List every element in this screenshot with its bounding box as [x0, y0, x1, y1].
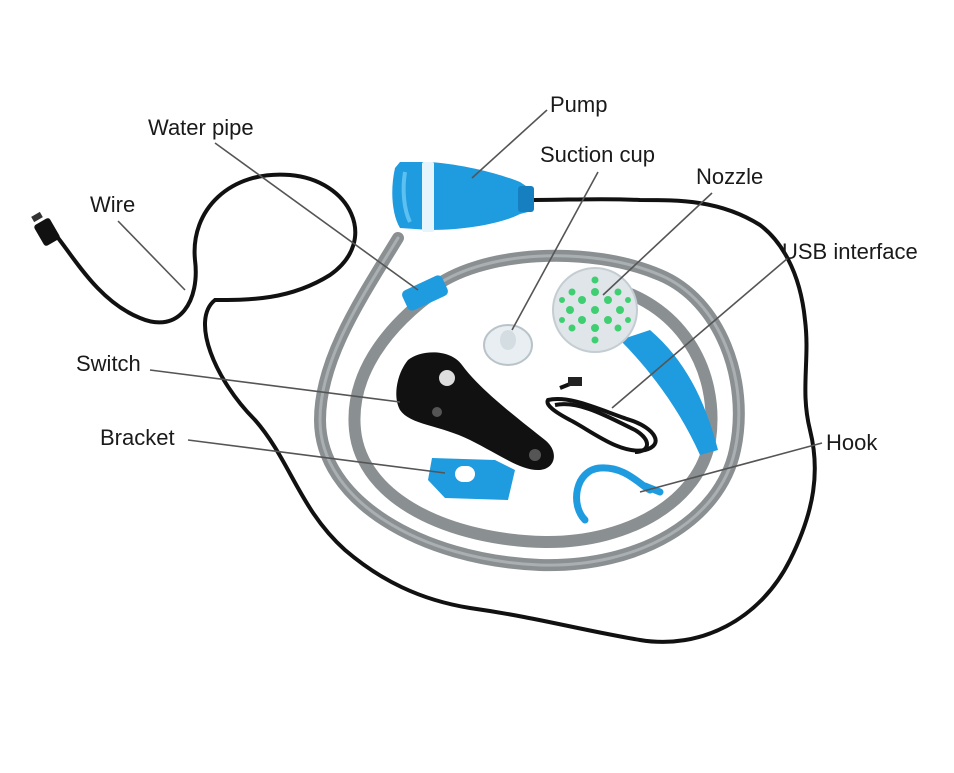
label-suction-cup: Suction cup — [540, 142, 655, 167]
suction-cup — [483, 324, 533, 366]
leader-lines — [117, 109, 823, 493]
leader-line-nozzle — [602, 192, 713, 296]
hose-connector — [402, 275, 448, 311]
label-switch: Switch — [76, 351, 141, 376]
label-usb-interface: USB interface — [782, 239, 918, 264]
nozzle — [552, 267, 718, 455]
wire-plug — [31, 211, 60, 246]
leader-line-switch — [149, 369, 401, 403]
label-wire: Wire — [90, 192, 136, 217]
label-nozzle: Nozzle — [696, 164, 764, 189]
leader-line-bracket — [187, 439, 446, 474]
leader-line-usb-interface — [611, 257, 789, 409]
leader-line-water-pipe — [214, 142, 419, 291]
leader-line-hook — [639, 442, 823, 493]
usb-cable — [545, 377, 658, 454]
leader-line-wire — [117, 220, 186, 291]
switch — [396, 352, 554, 470]
pump — [392, 162, 534, 232]
bracket — [428, 458, 515, 500]
label-bracket: Bracket — [100, 425, 175, 450]
label-pump: Pump — [550, 92, 608, 117]
wire — [48, 172, 817, 644]
leader-line-pump — [471, 109, 548, 179]
label-hook: Hook — [826, 430, 878, 455]
leader-line-suction-cup — [511, 171, 599, 331]
label-water-pipe: Water pipe — [148, 115, 254, 140]
